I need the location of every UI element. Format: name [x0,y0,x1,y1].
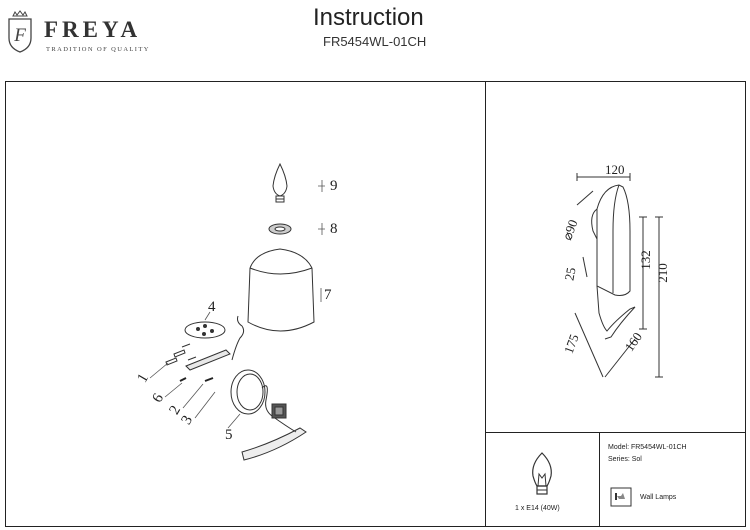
socket-ring-part [268,223,292,235]
wire [231,315,245,361]
brand-tagline: TRADITION OF QUALITY [46,46,150,53]
page-title: Instruction [313,4,424,31]
part-label-7: 7 [324,287,332,303]
specs-panel [485,432,746,527]
wall-anchors [165,343,197,366]
exploded-view-drawing [149,162,325,461]
part-label-9: 9 [330,178,338,194]
screws [179,377,214,382]
part-label-5: 5 [225,427,233,443]
bulb-spec: 1 x E14 (40W) [515,505,560,512]
shade-part [247,248,315,332]
dimension-drawing [574,173,663,378]
part-label-8: 8 [330,221,338,237]
brand-logo: F FREYA TRADITION OF QUALITY [4,10,174,54]
leader-lines [149,180,325,429]
brand-crest-icon: F [8,10,32,53]
mounting-bar-part [185,349,231,371]
bracket-arm-part [230,369,307,461]
part-label-4: 4 [208,299,216,315]
dimension-height-mid: 132 [637,250,653,270]
dimension-depth: 25 [561,266,579,282]
svg-text:F: F [13,25,26,46]
bulb-part [272,162,288,203]
category-spec: Wall Lamps [640,494,677,501]
wall-lamp-icon [610,487,632,507]
canopy-plate-part [184,321,226,339]
series-spec: Series: Sol [608,456,642,463]
model-spec: Model: FR5454WL-01CH [608,444,687,451]
bulb-icon [532,452,552,495]
dimension-height-total: 210 [654,263,670,283]
dimension-width: 120 [605,162,625,177]
specs-divider [599,432,600,526]
brand-name: FREYA [44,17,142,42]
model-code: FR5454WL-01CH [323,34,427,49]
